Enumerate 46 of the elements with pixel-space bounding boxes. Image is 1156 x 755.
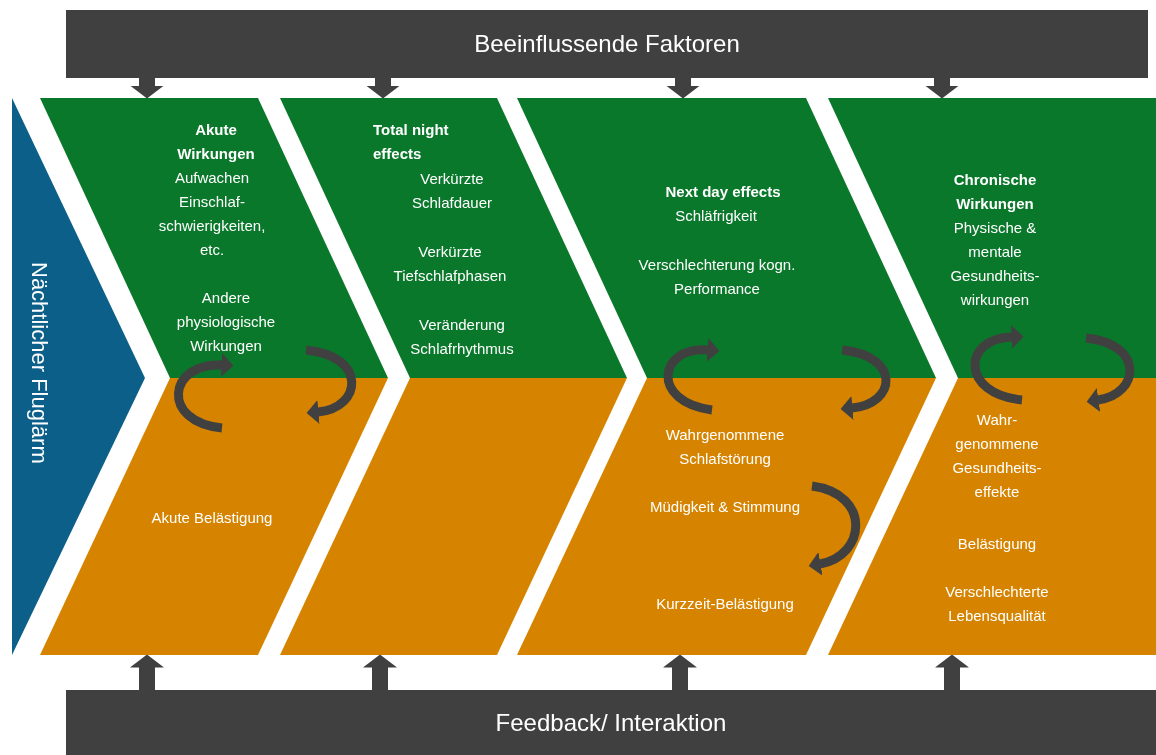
panel-heading: Next day effects bbox=[664, 182, 782, 202]
block-arrow bbox=[666, 78, 700, 99]
effect-label: Andere physiologische Wirkungen bbox=[175, 288, 277, 356]
panel-heading: Total night effects bbox=[373, 120, 450, 164]
effect-label: Physische & mentale Gesundheits- wirkungen bbox=[949, 218, 1041, 310]
effect-label: Verschlechterte Lebensqualität bbox=[944, 582, 1050, 626]
annoyance-chevron-panel bbox=[828, 378, 1156, 655]
curved-arrow bbox=[305, 345, 357, 424]
effect-label: Schläfrigkeit bbox=[674, 206, 758, 226]
block-arrow bbox=[130, 78, 164, 99]
effect-label: Einschlaf- schwierigkeiten, etc. bbox=[157, 192, 267, 260]
effect-label: Belästigung bbox=[956, 534, 1038, 554]
effect-label: Verkürzte Tiefschlafphasen bbox=[392, 242, 508, 286]
panel-heading: Chronische Wirkungen bbox=[952, 170, 1038, 214]
curved-arrow bbox=[174, 353, 234, 433]
block-arrow bbox=[363, 654, 397, 690]
block-arrow bbox=[925, 78, 959, 99]
effect-label: Akute Belästigung bbox=[150, 508, 274, 528]
effect-label: Wahr- genommene Gesundheits- effekte bbox=[951, 410, 1043, 502]
curved-arrow bbox=[840, 345, 891, 420]
panel-heading: Akute Wirkungen bbox=[176, 120, 256, 164]
bar-title: Feedback/ Interaktion bbox=[495, 708, 727, 737]
annoyance-chevron-panel bbox=[280, 378, 627, 655]
effect-label: Aufwachen bbox=[173, 168, 251, 188]
effect-chevron-panel bbox=[280, 98, 627, 378]
footer-bar bbox=[66, 690, 1156, 755]
effect-label: Kurzzeit-Belästigung bbox=[655, 594, 795, 614]
effect-label: Veränderung Schlafrhythmus bbox=[409, 315, 515, 359]
annoyance-chevron-panel bbox=[517, 378, 936, 655]
curved-arrow bbox=[663, 338, 720, 415]
block-arrow bbox=[366, 78, 400, 99]
block-arrow bbox=[130, 654, 164, 690]
block-arrow bbox=[663, 654, 697, 690]
curved-arrow bbox=[1085, 333, 1135, 412]
effect-label: Verkürzte Schlafdauer bbox=[410, 169, 494, 213]
curved-arrow bbox=[970, 325, 1024, 405]
block-arrow bbox=[935, 654, 969, 690]
source-triangle bbox=[12, 98, 145, 655]
source-label: Nächtlicher Fluglärm bbox=[26, 262, 52, 464]
effect-chevron-panel bbox=[517, 98, 936, 378]
effect-label: Verschlechterung kogn. Performance bbox=[637, 255, 797, 299]
bar-title: Beeinflussende Faktoren bbox=[474, 30, 740, 58]
effect-label: Wahrgenommene Schlafstörung bbox=[664, 425, 786, 469]
effect-label: Müdigkeit & Stimmung bbox=[648, 497, 802, 517]
effect-chevron-panel bbox=[828, 98, 1156, 378]
heading-bar bbox=[66, 10, 1148, 78]
